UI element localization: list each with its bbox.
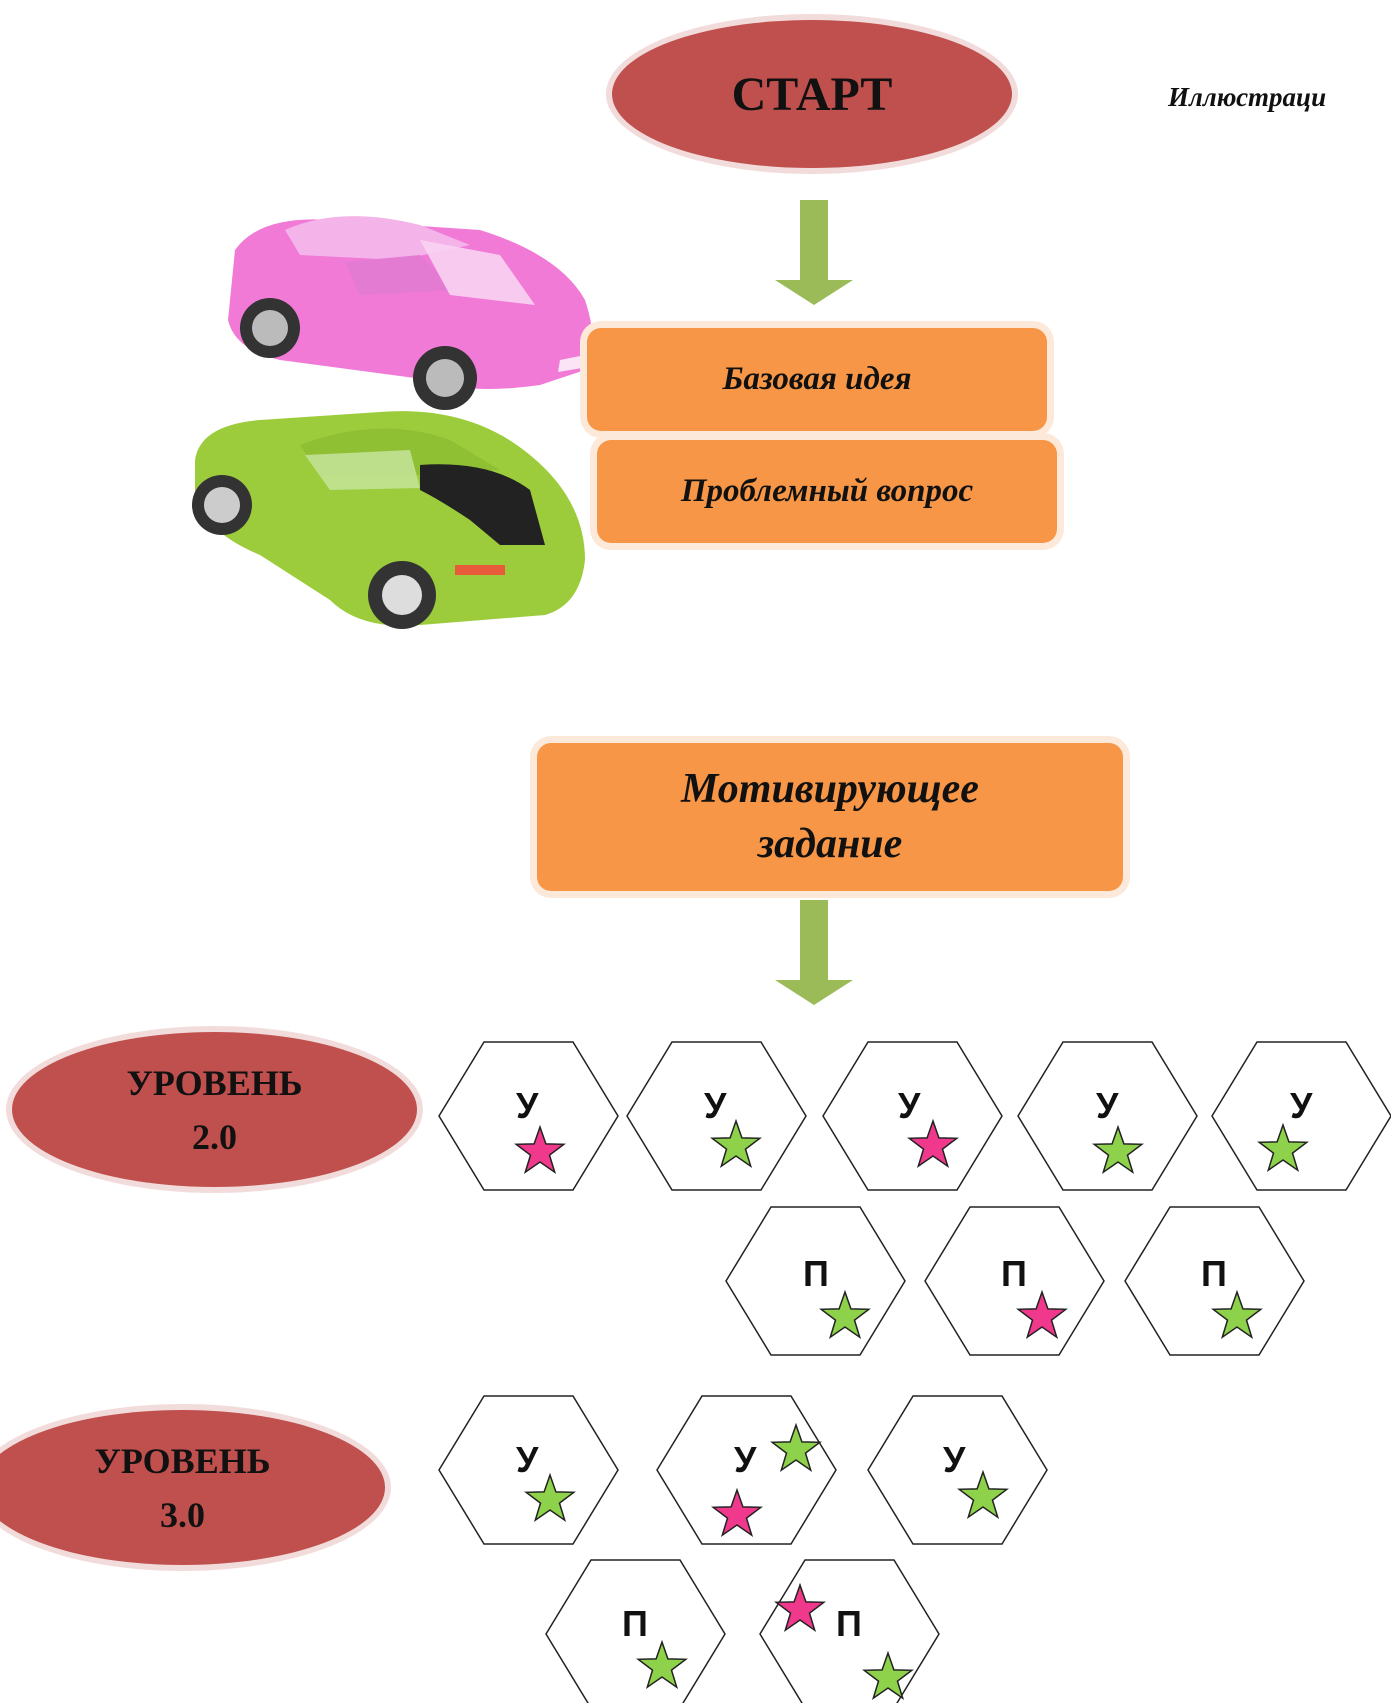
motivating-task-box: Мотивирующее задание	[537, 743, 1123, 891]
level-2-line1: УРОВЕНЬ	[126, 1062, 303, 1103]
hex-letter-p: П	[622, 1603, 648, 1644]
base-idea-label: Базовая идея	[722, 361, 912, 397]
hex-letter-u: У	[734, 1439, 757, 1480]
hexagon-icon	[1211, 1041, 1391, 1191]
hex-letter-p: П	[836, 1603, 862, 1644]
hex-letter-p: П	[803, 1253, 829, 1294]
motivating-task-line2: задание	[757, 821, 903, 867]
problem-question-box: Проблемный вопрос	[597, 440, 1057, 543]
hexagon-icon	[545, 1559, 726, 1703]
down-arrow-icon	[775, 900, 853, 1005]
start-oval: СТАРТ	[612, 20, 1012, 168]
hexagon-icon	[438, 1041, 619, 1191]
hexagon-icon	[759, 1559, 940, 1703]
hex-letter-p: П	[1001, 1253, 1027, 1294]
hexagon-icon	[1017, 1041, 1198, 1191]
level-3-oval: УРОВЕНЬ 3.0	[0, 1410, 385, 1565]
hex-letter-u: У	[1096, 1085, 1119, 1126]
motivating-task-line1: Мотивирующее	[681, 766, 979, 813]
hexagon-icon	[438, 1395, 619, 1545]
hexagon-icon	[656, 1395, 837, 1545]
start-label: СТАРТ	[731, 67, 893, 121]
level-3-line1: УРОВЕНЬ	[94, 1440, 271, 1481]
down-arrow-icon	[775, 200, 853, 305]
hexagon-icon	[867, 1395, 1048, 1545]
hex-letter-u: У	[943, 1439, 966, 1480]
hex-letter-p: П	[1201, 1253, 1227, 1294]
hexagon-icon	[626, 1041, 807, 1191]
hexagon-icon	[924, 1206, 1105, 1356]
level-2-oval: УРОВЕНЬ 2.0	[12, 1032, 417, 1187]
pink-car-image	[228, 216, 593, 410]
hexagon-icon	[725, 1206, 906, 1356]
hexagon-icon	[822, 1041, 1003, 1191]
level-3-line2: 3.0	[160, 1494, 205, 1535]
hex-letter-u: У	[516, 1439, 539, 1480]
hex-letter-u: У	[1290, 1085, 1313, 1126]
hexagon-icon	[1124, 1206, 1305, 1356]
problem-question-label: Проблемный вопрос	[680, 473, 974, 509]
level-2-line2: 2.0	[192, 1116, 237, 1157]
hex-letter-u: У	[898, 1085, 921, 1126]
hex-letter-u: У	[516, 1085, 539, 1126]
base-idea-box: Базовая идея	[587, 328, 1047, 431]
illustration-caption: Иллюстраци	[1168, 82, 1327, 112]
green-car-image	[192, 411, 585, 629]
hex-letter-u: У	[704, 1085, 727, 1126]
